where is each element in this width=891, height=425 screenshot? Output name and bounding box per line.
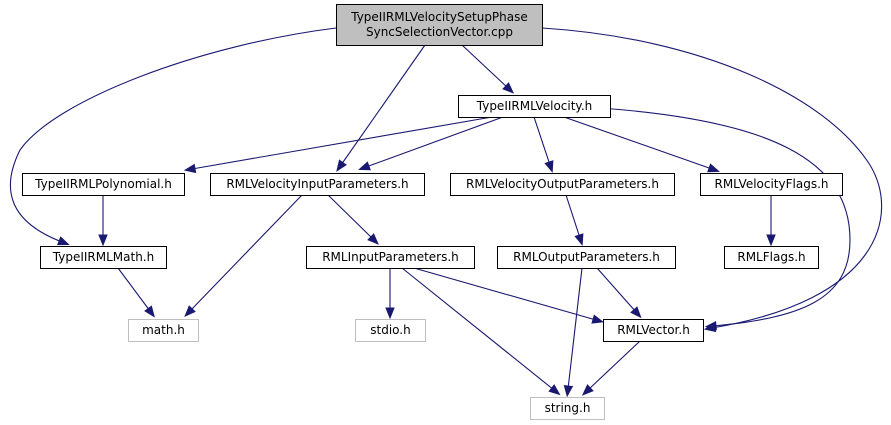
edge-rip-string	[401, 267, 561, 396]
node-string: string.h	[530, 397, 605, 420]
node-label: RMLInputParameters.h	[322, 250, 459, 264]
edge-vel-vflags	[563, 116, 720, 173]
node-vop[interactable]: RMLVelocityOutputParameters.h	[450, 173, 675, 196]
node-label: RMLVelocityFlags.h	[714, 177, 828, 191]
node-box	[497, 246, 676, 269]
node-rip[interactable]: RMLInputParameters.h	[306, 246, 475, 269]
node-rflags[interactable]: RMLFlags.h	[724, 246, 819, 269]
edge-arrowhead	[144, 305, 155, 318]
edge-vip-rip	[327, 194, 379, 245]
node-label: TypeIIRMLVelocitySetupPhase	[350, 10, 528, 24]
edge-arrowhead	[707, 163, 720, 173]
node-label: RMLOutputParameters.h	[513, 250, 660, 264]
edge-arrowhead	[184, 305, 196, 318]
node-root[interactable]: TypeIIRMLVelocitySetupPhaseSyncSelection…	[336, 4, 543, 46]
node-box	[700, 173, 843, 196]
node-box	[724, 246, 819, 269]
edge-arrowhead	[358, 161, 371, 171]
edge-arrowhead	[502, 82, 515, 94]
node-box	[450, 173, 675, 196]
node-vip[interactable]: RMLVelocityInputParameters.h	[210, 173, 425, 196]
node-rop[interactable]: RMLOutputParameters.h	[497, 246, 676, 269]
edge-vel-vector	[599, 107, 851, 331]
edges-layer	[9, 27, 883, 398]
node-label: SyncSelectionVector.cpp	[366, 25, 513, 39]
edge-vel-vop	[533, 116, 554, 173]
node-box	[336, 4, 543, 46]
node-box	[128, 319, 199, 342]
edge-arrowhead	[98, 234, 108, 247]
edge-arrowhead	[704, 320, 717, 331]
node-math2[interactable]: TypeIIRMLMath.h	[40, 246, 167, 269]
node-label: TypeIIRMLPolynomial.h	[34, 177, 172, 191]
edge-arrowhead	[630, 306, 642, 319]
node-box	[603, 319, 704, 342]
edge-rop-vector	[596, 267, 642, 319]
node-box	[22, 173, 185, 196]
edge-arrowhead	[183, 163, 197, 174]
node-math: math.h	[128, 319, 199, 342]
node-label: TypeIIRMLVelocity.h	[476, 99, 592, 113]
node-box	[355, 319, 426, 342]
edge-vector-string	[581, 340, 641, 396]
node-vflags[interactable]: RMLVelocityFlags.h	[700, 173, 843, 196]
edge-root-vip	[336, 44, 426, 172]
node-label: RMLFlags.h	[737, 250, 805, 264]
node-label: RMLVelocityOutputParameters.h	[466, 177, 659, 191]
edge-arrowhead	[57, 236, 70, 246]
node-label: RMLVelocityInputParameters.h	[226, 177, 408, 191]
edge-arrowhead	[336, 159, 347, 172]
edge-math2-math	[117, 267, 155, 318]
node-box	[210, 173, 425, 196]
edge-vel-poly	[183, 116, 493, 174]
node-box	[458, 95, 611, 118]
node-vel[interactable]: TypeIIRMLVelocity.h	[458, 95, 611, 118]
edge-arrowhead	[591, 314, 605, 324]
node-box	[306, 246, 475, 269]
edge-vel-vip	[358, 116, 504, 171]
edge-rip-vector	[413, 267, 605, 324]
edge-arrowhead	[385, 307, 395, 320]
node-label: string.h	[545, 401, 591, 415]
node-box	[40, 246, 167, 269]
edge-arrowhead	[574, 233, 584, 246]
node-poly[interactable]: TypeIIRMLPolynomial.h	[22, 173, 185, 196]
edge-vop-rop	[565, 194, 584, 246]
edge-root-math2	[9, 27, 337, 246]
edge-vip-math	[184, 194, 303, 318]
edge-vflags-rflags	[766, 195, 776, 247]
edge-rop-string	[563, 267, 583, 398]
edge-arrowhead	[544, 160, 554, 173]
nodes-layer: TypeIIRMLVelocitySetupPhaseSyncSelection…	[22, 4, 843, 420]
node-label: TypeIIRMLMath.h	[52, 250, 154, 264]
node-box	[530, 397, 605, 420]
node-vector[interactable]: RMLVector.h	[603, 319, 704, 342]
edge-arrowhead	[563, 384, 574, 398]
node-label: math.h	[142, 323, 185, 337]
edge-arrowhead	[581, 384, 594, 396]
node-stdio: stdio.h	[355, 319, 426, 342]
edge-root-vel	[461, 44, 515, 94]
node-label: stdio.h	[370, 323, 410, 337]
edge-rip-stdio	[385, 268, 395, 320]
edge-arrowhead	[548, 384, 561, 396]
edge-arrowhead	[766, 234, 776, 247]
node-label: RMLVector.h	[617, 323, 690, 337]
edge-arrowhead	[367, 233, 379, 245]
edge-poly-math2	[98, 195, 108, 247]
